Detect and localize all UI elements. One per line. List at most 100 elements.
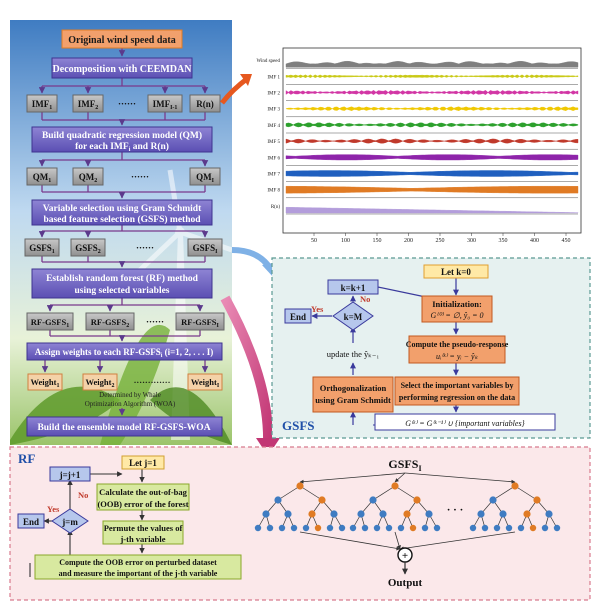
ensemble-label: Build the ensemble model RF-GSFS-WOA [37, 423, 210, 433]
tree-node [262, 510, 270, 518]
pseudo-response-title: Compute the pseudo-response [406, 340, 509, 349]
k-equals-m-decision [332, 301, 374, 331]
decomposition-signal-band [285, 207, 579, 214]
tree-node [357, 510, 365, 518]
decomposition-x-tick: 350 [499, 238, 508, 244]
gsfs-box-i [187, 238, 223, 257]
imf-label-i-1: IMFI-1 [153, 99, 178, 111]
tree-node [425, 510, 433, 518]
decomposition-signal-band [285, 90, 579, 95]
imf-box-2 [72, 94, 104, 113]
tree-output-arrow [299, 531, 401, 551]
k-increment-label: k=k+1 [341, 283, 366, 293]
original-data-label: Original wind speed data [68, 35, 176, 46]
let-j-box [121, 455, 165, 470]
tree-node [379, 510, 387, 518]
qm-box-2 [72, 167, 104, 186]
decomposition-x-tick: 100 [341, 238, 350, 244]
weight-label-i: WeightI [191, 377, 220, 389]
initialization-box [421, 295, 493, 323]
tree-node [385, 524, 393, 532]
permute-line1: Permute the values of [104, 523, 183, 533]
tree-node [308, 510, 316, 518]
gsfs-box-1 [24, 238, 60, 257]
decomposition-signal-band [285, 60, 579, 68]
tree-node [274, 496, 282, 504]
orthogonalization-line1: Orthogonalization [320, 383, 387, 393]
decomposition-signal-band [285, 170, 579, 177]
select-variables-line1: Select the important variables by [401, 381, 514, 390]
decomposition-x-tick: 150 [373, 238, 382, 244]
rf-panel-title: RF [18, 451, 35, 466]
decomposition-signal-band [285, 74, 579, 79]
decomposition-signal-band [285, 106, 579, 111]
g-update-box [374, 413, 556, 431]
variable-selection-box [31, 199, 213, 226]
tree-node [278, 524, 286, 532]
tree-node [318, 496, 326, 504]
decomposition-signal-band [285, 138, 579, 144]
tree-node [529, 524, 537, 532]
imf-label-1: IMF1 [32, 99, 53, 111]
tree-node [493, 524, 501, 532]
residual-box [189, 94, 221, 113]
select-variables-line2: performing regression on the data [399, 393, 515, 402]
orthogonalization-box [312, 376, 394, 413]
decomposition-row-label: IMF 1 [267, 75, 280, 80]
decomposition-row-label: IMF 4 [267, 124, 280, 129]
tree-edge [372, 485, 396, 501]
weight-box-1 [27, 373, 63, 391]
tree-node [338, 524, 346, 532]
permute-box [102, 520, 184, 545]
decomposition-row-label: IMF 7 [267, 173, 280, 178]
qm-label-1: QM1 [33, 172, 52, 184]
qm-box-i [189, 167, 221, 186]
left-connectors [38, 48, 209, 416]
decomposition-x-tick: 450 [562, 238, 571, 244]
g-update-formula: G⁽ᵏ⁾ = G⁽ᵏ⁻¹⁾ ∪ {important variables} [405, 419, 525, 428]
gsfs-panel: GSFS Let k=0 k=k+1 k=M No Yes End Initia… [271, 257, 591, 439]
tree-node [326, 524, 334, 532]
tree-node [421, 524, 429, 532]
ceemdan-label: Decomposition with CEEMDAN [53, 64, 193, 75]
tree-node [302, 524, 310, 532]
residual-label: R(n) [196, 99, 214, 109]
qm-label-i: QMI [196, 172, 215, 184]
ceemdan-box [51, 57, 193, 79]
tree-input-arrow [404, 472, 516, 484]
decomposition-row-label: IMF 5 [267, 140, 280, 145]
oob-line1: Calculate the out-of-bag [99, 487, 188, 497]
let-j-label: Let j=1 [129, 458, 157, 468]
build-qm-box [31, 126, 213, 153]
imf-box-i-1 [147, 94, 183, 113]
qm-box-1 [26, 167, 58, 186]
decomposition-x-tick: 250 [436, 238, 445, 244]
gsfs-panel-title: GSFS [282, 418, 315, 433]
gsfs-label-2: GSFS2 [75, 243, 101, 255]
qm-label-2: QM2 [79, 172, 98, 184]
gsfs-label-1: GSFS1 [29, 243, 55, 255]
decomposition-row-label: IMF 8 [267, 189, 280, 194]
orthogonalization-line2: using Gram Schmidt [315, 395, 391, 405]
decomposition-row-label: IMF 3 [267, 108, 280, 113]
tree-node [489, 496, 497, 504]
select-variables-box [394, 376, 520, 406]
random-forest-trees [254, 472, 561, 551]
gsfs-yes-label: Yes [311, 304, 324, 314]
initialization-title: Initialization: [432, 299, 482, 309]
let-k-label: Let k=0 [441, 267, 471, 277]
rf-end-label: End [23, 517, 39, 527]
rf-no-label: No [78, 490, 88, 500]
gsfs-end-label: End [290, 312, 306, 322]
j-equals-m-label: j=m [61, 517, 78, 527]
tree-node [499, 510, 507, 518]
rf-panel: RF Let j=1 j=j+1 j=m No Yes End Calculat… [9, 446, 591, 601]
compute-oob-box [34, 554, 242, 580]
compute-oob-line1: Compute the OOB error on perturbed datas… [59, 558, 217, 567]
tree-edge [277, 485, 301, 501]
imf-label-2: IMF2 [78, 99, 99, 111]
tree-output-arrow [399, 531, 516, 551]
tree-node [397, 524, 405, 532]
tree-node [553, 524, 561, 532]
